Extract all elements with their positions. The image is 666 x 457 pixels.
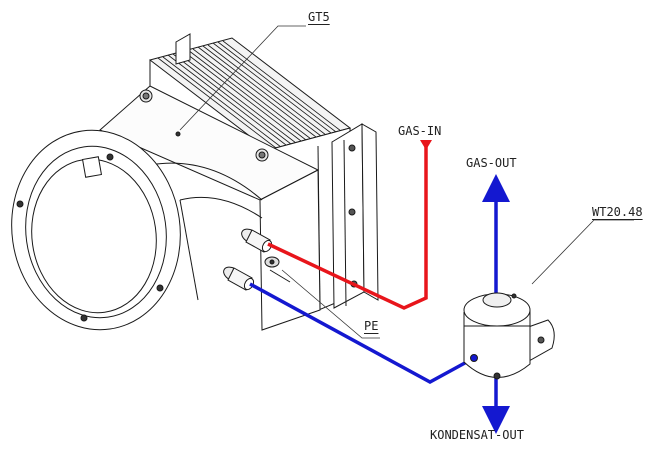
leader-pe <box>281 269 380 339</box>
kondensat-line <box>249 282 475 384</box>
label-kondensat-out: KONDENSAT-OUT <box>430 428 524 442</box>
label-gt5: GT5 <box>308 10 330 24</box>
connectors <box>223 228 291 291</box>
label-gas-out: GAS-OUT <box>466 156 517 170</box>
gas-in-line <box>267 146 428 310</box>
label-gas-in: GAS-IN <box>398 124 442 138</box>
label-wt: WT20.48 <box>592 205 643 219</box>
label-pe: PE <box>364 319 379 333</box>
gas-in-tip <box>420 140 432 150</box>
mounting-bracket <box>331 123 379 309</box>
leader-wt <box>531 219 634 285</box>
front-flange <box>11 129 181 331</box>
leader-lines <box>179 25 634 339</box>
leader-gt5 <box>179 25 306 131</box>
wt-trap <box>463 292 555 380</box>
